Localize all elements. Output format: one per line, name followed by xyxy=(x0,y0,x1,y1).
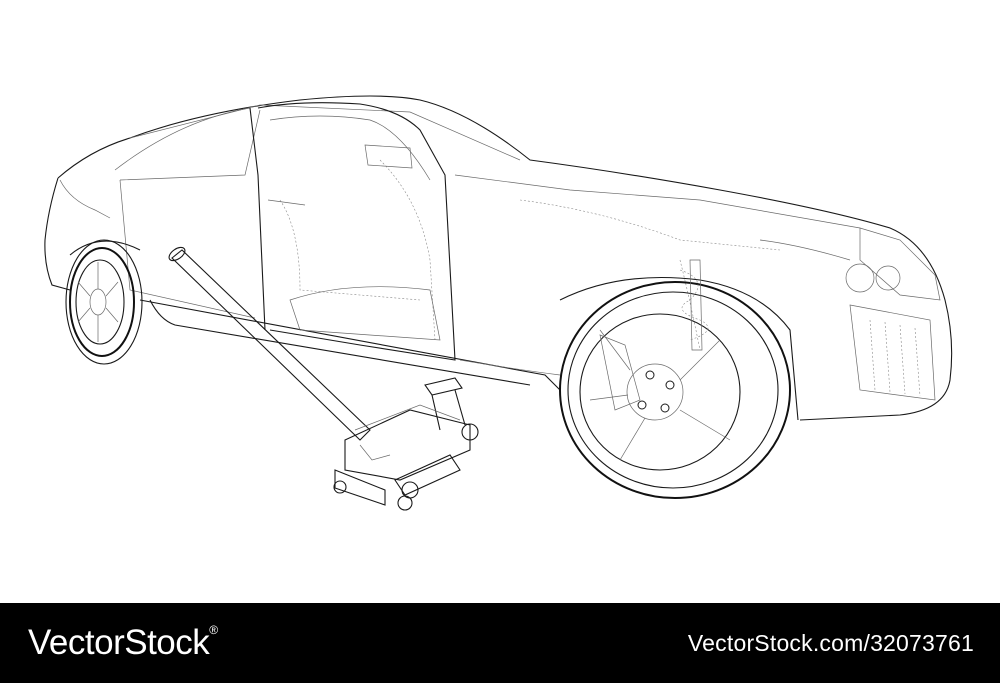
vectorstock-logo: VectorStock® xyxy=(28,623,218,663)
car-jack-illustration xyxy=(44,95,953,511)
car-wireframe-drawing xyxy=(44,95,953,511)
image-credit: VectorStock.com/32073761 xyxy=(687,629,974,656)
brand-name: VectorStock xyxy=(28,623,210,662)
floor-jack xyxy=(168,246,479,511)
car-body xyxy=(44,95,953,421)
front-wheel xyxy=(559,259,799,499)
watermark-bar: VectorStock® VectorStock.com/32073761 xyxy=(0,603,1000,683)
registered-mark: ® xyxy=(209,623,218,637)
rear-wheel xyxy=(65,239,143,365)
